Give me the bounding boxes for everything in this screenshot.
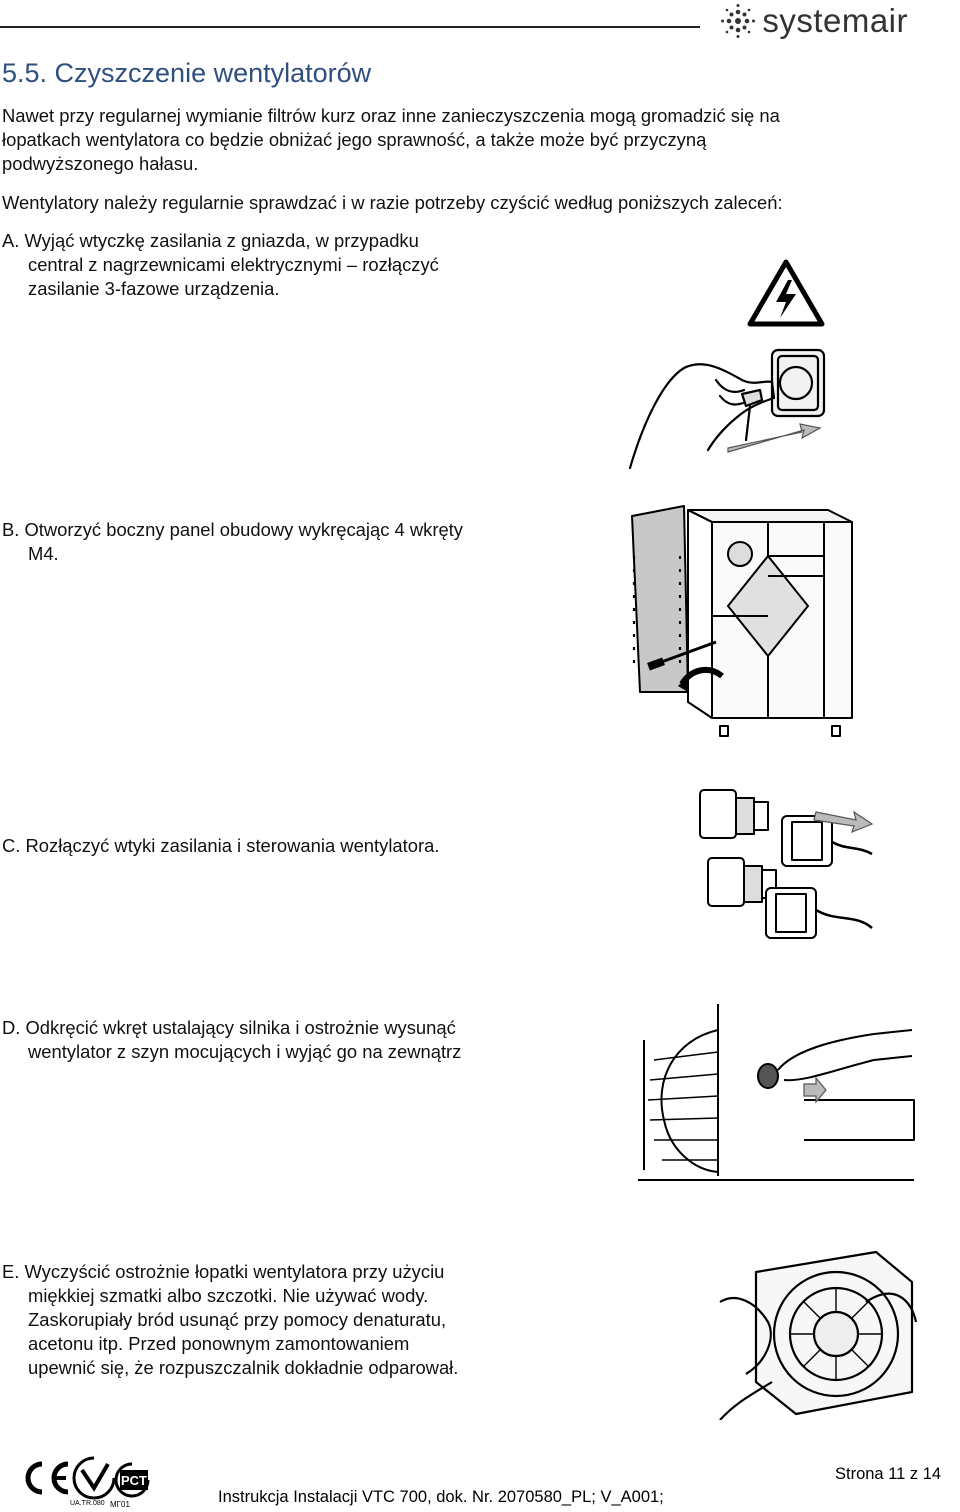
fan-removal-illustration bbox=[638, 1004, 915, 1181]
page-number: Strona 11 z 14 bbox=[835, 1465, 942, 1483]
brand-logo: systemair bbox=[720, 2, 908, 40]
connectors-illustration bbox=[699, 789, 874, 939]
intro-line: łopatkach wentylatora co będzie obniżać … bbox=[2, 129, 707, 150]
ua-cert-label: UA.TR.080 bbox=[70, 1500, 105, 1507]
step-c-text: C. Rozłączyć wtyki zasilania i sterowani… bbox=[2, 835, 440, 856]
step-line: A. Wyjąć wtyczkę zasilania z gniazda, w … bbox=[2, 230, 419, 251]
step-line: M4. bbox=[28, 543, 59, 564]
electric-hazard-icon bbox=[747, 259, 825, 327]
mg-cert-label: МГ01 bbox=[110, 1500, 130, 1509]
header-rule bbox=[0, 26, 700, 28]
step-line: B. Otworzyć boczny panel obudowy wykręca… bbox=[2, 519, 463, 540]
step-a-text: A. Wyjąć wtyczkę zasilania z gniazda, w … bbox=[2, 229, 439, 301]
intro2-paragraph: Wentylatory należy regularnie sprawdzać … bbox=[2, 192, 783, 213]
ce-mark-icon bbox=[25, 1461, 69, 1495]
step-line: D. Odkręcić wkręt ustalający silnika i o… bbox=[2, 1017, 456, 1038]
unplug-illustration bbox=[628, 348, 826, 470]
open-panel-illustration bbox=[631, 505, 853, 737]
intro-line: podwyższonego hałasu. bbox=[2, 153, 199, 174]
step-line: Zaskorupiały bród usunąć przy pomocy den… bbox=[28, 1309, 447, 1330]
step-b-text: B. Otworzyć boczny panel obudowy wykręca… bbox=[2, 518, 463, 566]
ua-cert-icon bbox=[72, 1456, 116, 1500]
pct-mark-icon: PCT bbox=[114, 1462, 150, 1498]
fan-cleaning-illustration bbox=[719, 1250, 918, 1420]
step-d-text: D. Odkręcić wkręt ustalający silnika i o… bbox=[2, 1016, 461, 1064]
step-line: miękkiej szmatki albo szczotki. Nie używ… bbox=[28, 1285, 429, 1306]
step-e-text: E. Wyczyścić ostrożnie łopatki wentylato… bbox=[2, 1260, 458, 1380]
step-line: wentylator z szyn mocujących i wyjąć go … bbox=[28, 1041, 462, 1062]
intro-paragraph: Nawet przy regularnej wymianie filtrów k… bbox=[2, 104, 780, 176]
document-reference: Instrukcja Instalacji VTC 700, dok. Nr. … bbox=[218, 1488, 664, 1506]
step-line: zasilanie 3-fazowe urządzenia. bbox=[28, 278, 280, 299]
section-title: 5.5. Czyszczenie wentylatorów bbox=[2, 58, 372, 88]
step-line: upewnić się, że rozpuszczalnik dokładnie… bbox=[28, 1357, 459, 1378]
step-line: central z nagrzewnicami elektrycznymi – … bbox=[28, 254, 439, 275]
brand-name: systemair bbox=[762, 2, 908, 39]
step-line: E. Wyczyścić ostrożnie łopatki wentylato… bbox=[2, 1261, 445, 1282]
intro-line: Nawet przy regularnej wymianie filtrów k… bbox=[2, 105, 780, 126]
svg-text:PCT: PCT bbox=[121, 1473, 147, 1488]
systemair-dots-icon bbox=[721, 4, 756, 38]
step-line: acetonu itp. Przed ponownym zamontowanie… bbox=[28, 1333, 410, 1354]
